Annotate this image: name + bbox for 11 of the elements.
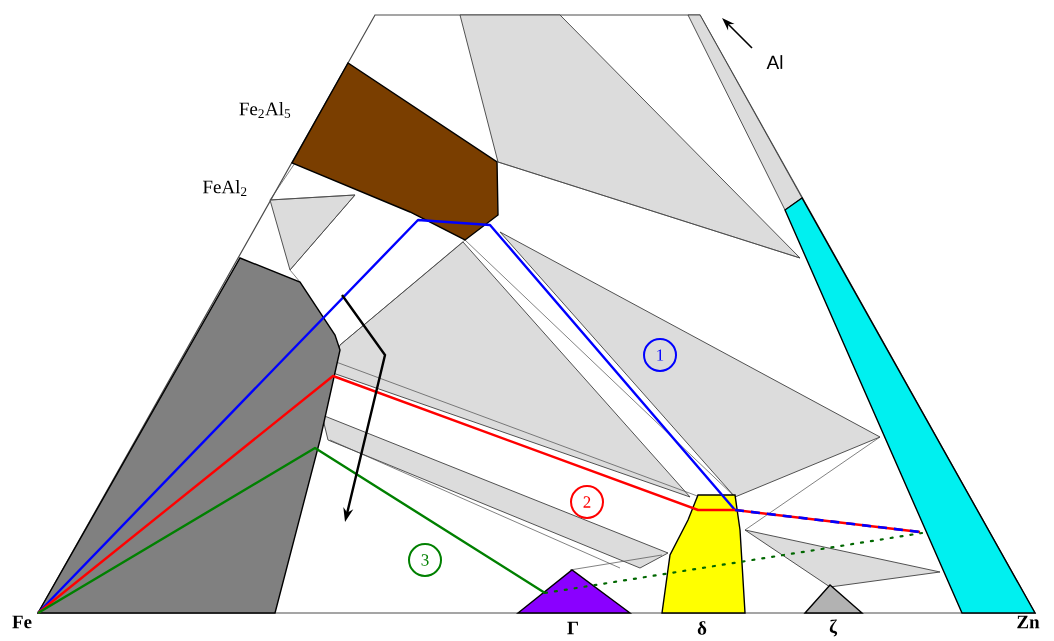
- phase-label: ζ: [829, 619, 838, 637]
- circled-number: 2: [570, 485, 604, 519]
- circled-number: 3: [408, 543, 442, 577]
- phase-label: FeAl$_{2}$: [203, 180, 247, 196]
- corner-label: Zn: [1017, 615, 1040, 629]
- corner-label: Fe: [12, 615, 32, 629]
- phase-label: Γ: [567, 621, 578, 635]
- phase-label: Fe$_{2}$Al$_{5}$: [239, 101, 291, 119]
- phase-label: δ: [697, 621, 707, 635]
- axis-label: Al: [766, 55, 783, 69]
- circled-number: 1: [643, 338, 677, 372]
